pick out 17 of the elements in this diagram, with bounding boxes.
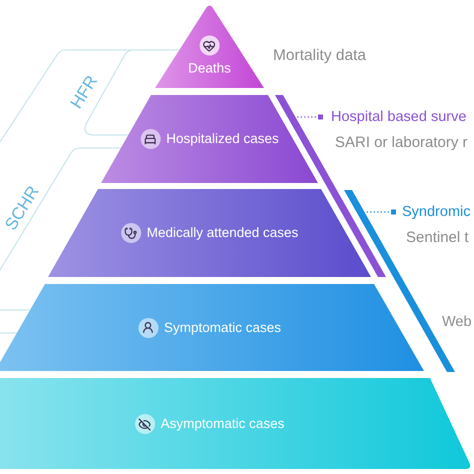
- tier-label: Deaths: [188, 60, 231, 76]
- tier-label: Symptomatic cases: [164, 320, 282, 336]
- pyramid-tier: [48, 189, 371, 277]
- tier-label: Medically attended cases: [146, 225, 298, 241]
- side-note: Web: [442, 313, 472, 331]
- tier-label: Hospitalized cases: [166, 131, 279, 147]
- side-note: Mortality data: [273, 47, 366, 65]
- leader-line: [296, 114, 323, 120]
- pyramid-tier: [101, 95, 318, 183]
- tier-label: Asymptomatic cases: [160, 416, 284, 432]
- surveillance-description: SARI or laboratory r: [335, 133, 468, 153]
- pyramid-tier: [0, 284, 424, 371]
- surveillance-description: Sentinel t: [406, 228, 469, 248]
- surveillance-heading: Syndromic: [402, 203, 470, 222]
- leader-line: [364, 210, 396, 214]
- surveillance-heading: Hospital based surve: [331, 108, 466, 127]
- pyramid-tier: [0, 378, 472, 469]
